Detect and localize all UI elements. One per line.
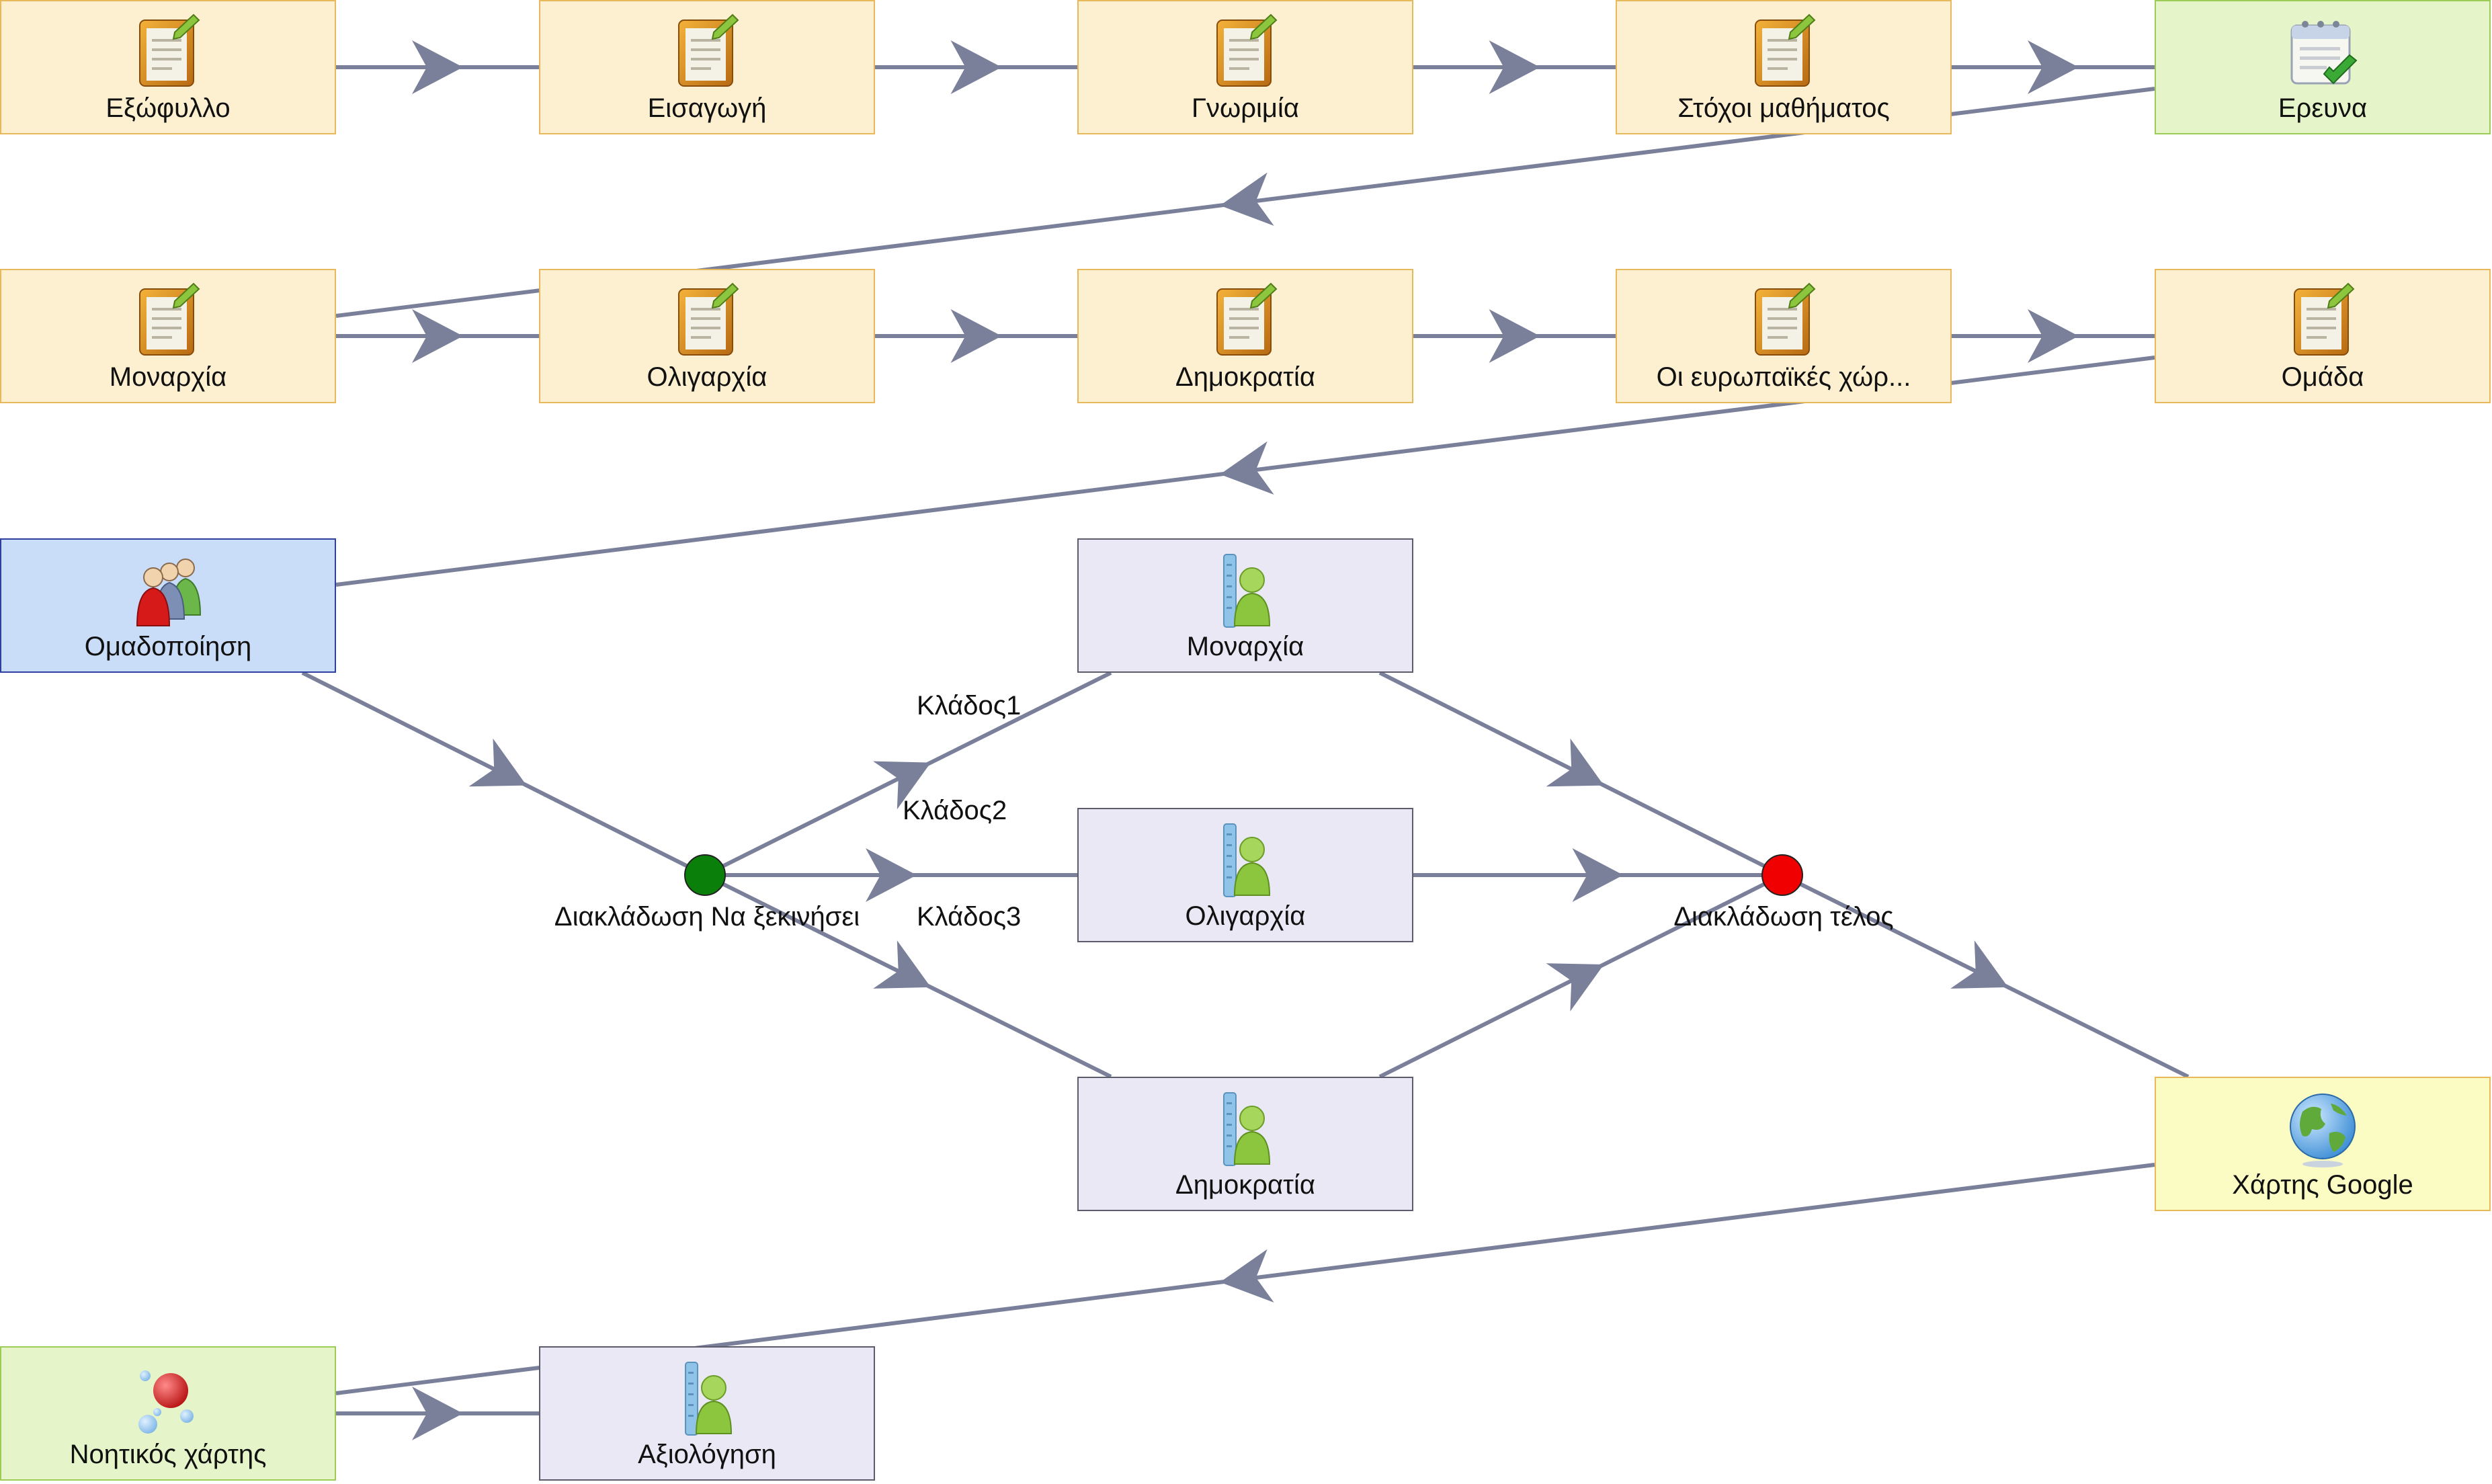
node-goals[interactable]: Στόχοι μαθήματος xyxy=(1616,0,1952,134)
node-branch-monarchy[interactable]: Μοναρχία xyxy=(1077,538,1413,673)
people-group-icon xyxy=(128,550,208,631)
node-label: Δημοκρατία xyxy=(1175,362,1315,392)
notepad-icon xyxy=(128,281,208,362)
node-evaluation[interactable]: Αξιολόγηση xyxy=(539,1346,875,1481)
node-grouping[interactable]: Ομαδοποίηση xyxy=(0,538,336,673)
node-eu-countries[interactable]: Οι ευρωπαϊκές χώρ... xyxy=(1616,269,1952,403)
node-cover[interactable]: Εξώφυλλο xyxy=(0,0,336,134)
notepad-icon xyxy=(667,281,747,362)
node-label: Οι ευρωπαϊκές χώρ... xyxy=(1656,362,1911,392)
node-google-map[interactable]: Χάρτης Google xyxy=(2155,1077,2491,1211)
node-label: Ομαδοποίηση xyxy=(84,632,252,661)
notepad-icon xyxy=(1743,12,1824,93)
node-label: Ερευνα xyxy=(2278,93,2368,123)
node-label: Νοητικός χάρτης xyxy=(69,1440,267,1469)
notepad-icon xyxy=(1205,12,1286,93)
node-label: Ολιγαρχία xyxy=(647,362,767,392)
node-branch-oligarchy[interactable]: Ολιγαρχία xyxy=(1077,808,1413,942)
molecule-icon xyxy=(128,1358,208,1439)
learner-icon xyxy=(1205,820,1286,901)
node-label: Εξώφυλλο xyxy=(106,93,231,123)
arrowhead xyxy=(1220,441,1274,495)
arrowhead xyxy=(412,1387,463,1440)
node-label: Γνωριμία xyxy=(1192,93,1299,123)
node-branch-democracy[interactable]: Δημοκρατία xyxy=(1077,1077,1413,1211)
node-label: Εισαγωγή xyxy=(647,93,767,123)
arrowhead xyxy=(2028,309,2079,363)
branch-label-2: Κλάδος2 xyxy=(903,796,1007,825)
node-label: Ομάδα xyxy=(2281,362,2364,392)
node-monarchy[interactable]: Μοναρχία xyxy=(0,269,336,403)
node-label: Μοναρχία xyxy=(109,362,227,392)
arrowhead xyxy=(950,309,1002,363)
arrowhead xyxy=(412,40,463,94)
notepad-icon xyxy=(1743,281,1824,362)
arrowhead xyxy=(1546,738,1604,787)
globe-icon xyxy=(2282,1089,2363,1169)
arrowhead xyxy=(1572,848,1624,902)
branch-start-gate[interactable] xyxy=(684,854,726,896)
arrowhead xyxy=(1489,309,1540,363)
arrowhead xyxy=(2028,40,2079,94)
node-research[interactable]: Ερευνα xyxy=(2155,0,2491,134)
arrowhead xyxy=(1220,1249,1274,1303)
branch-label-1: Κλάδος1 xyxy=(917,691,1022,720)
branch-end-label: Διακλάδωση τέλος xyxy=(1673,902,1894,932)
learner-icon xyxy=(667,1358,747,1439)
node-label: Δημοκρατία xyxy=(1175,1170,1315,1200)
notepad-icon xyxy=(2282,281,2363,362)
node-intro[interactable]: Εισαγωγή xyxy=(539,0,875,134)
branch-label-3: Κλάδος3 xyxy=(917,902,1022,932)
calendar-check-icon xyxy=(2282,12,2363,93)
notepad-icon xyxy=(128,12,208,93)
node-mind-map[interactable]: Νοητικός χάρτης xyxy=(0,1346,336,1481)
branch-start-label: Διακλάδωση Να ξεκινήσει xyxy=(554,902,860,932)
notepad-icon xyxy=(667,12,747,93)
arrowhead xyxy=(873,761,931,810)
learner-icon xyxy=(1205,550,1286,631)
node-label: Ολιγαρχία xyxy=(1185,901,1306,931)
node-label: Αξιολόγηση xyxy=(638,1440,776,1469)
arrowhead xyxy=(1950,940,2008,989)
node-oligarchy[interactable]: Ολιγαρχία xyxy=(539,269,875,403)
arrowhead xyxy=(1489,40,1540,94)
learner-icon xyxy=(1205,1089,1286,1169)
arrowhead xyxy=(1220,172,1274,226)
node-team[interactable]: Ομάδα xyxy=(2155,269,2491,403)
notepad-icon xyxy=(1205,281,1286,362)
node-label: Χάρτης Google xyxy=(2232,1170,2413,1200)
branch-end-gate[interactable] xyxy=(1761,854,1803,896)
arrowhead xyxy=(873,940,931,989)
arrowhead xyxy=(866,848,917,902)
arrowhead xyxy=(950,40,1002,94)
arrowhead xyxy=(412,309,463,363)
node-democracy[interactable]: Δημοκρατία xyxy=(1077,269,1413,403)
node-label: Στόχοι μαθήματος xyxy=(1677,93,1890,123)
arrowhead xyxy=(468,738,527,787)
node-meet[interactable]: Γνωριμία xyxy=(1077,0,1413,134)
arrowhead xyxy=(1546,963,1604,1012)
node-label: Μοναρχία xyxy=(1186,632,1304,661)
